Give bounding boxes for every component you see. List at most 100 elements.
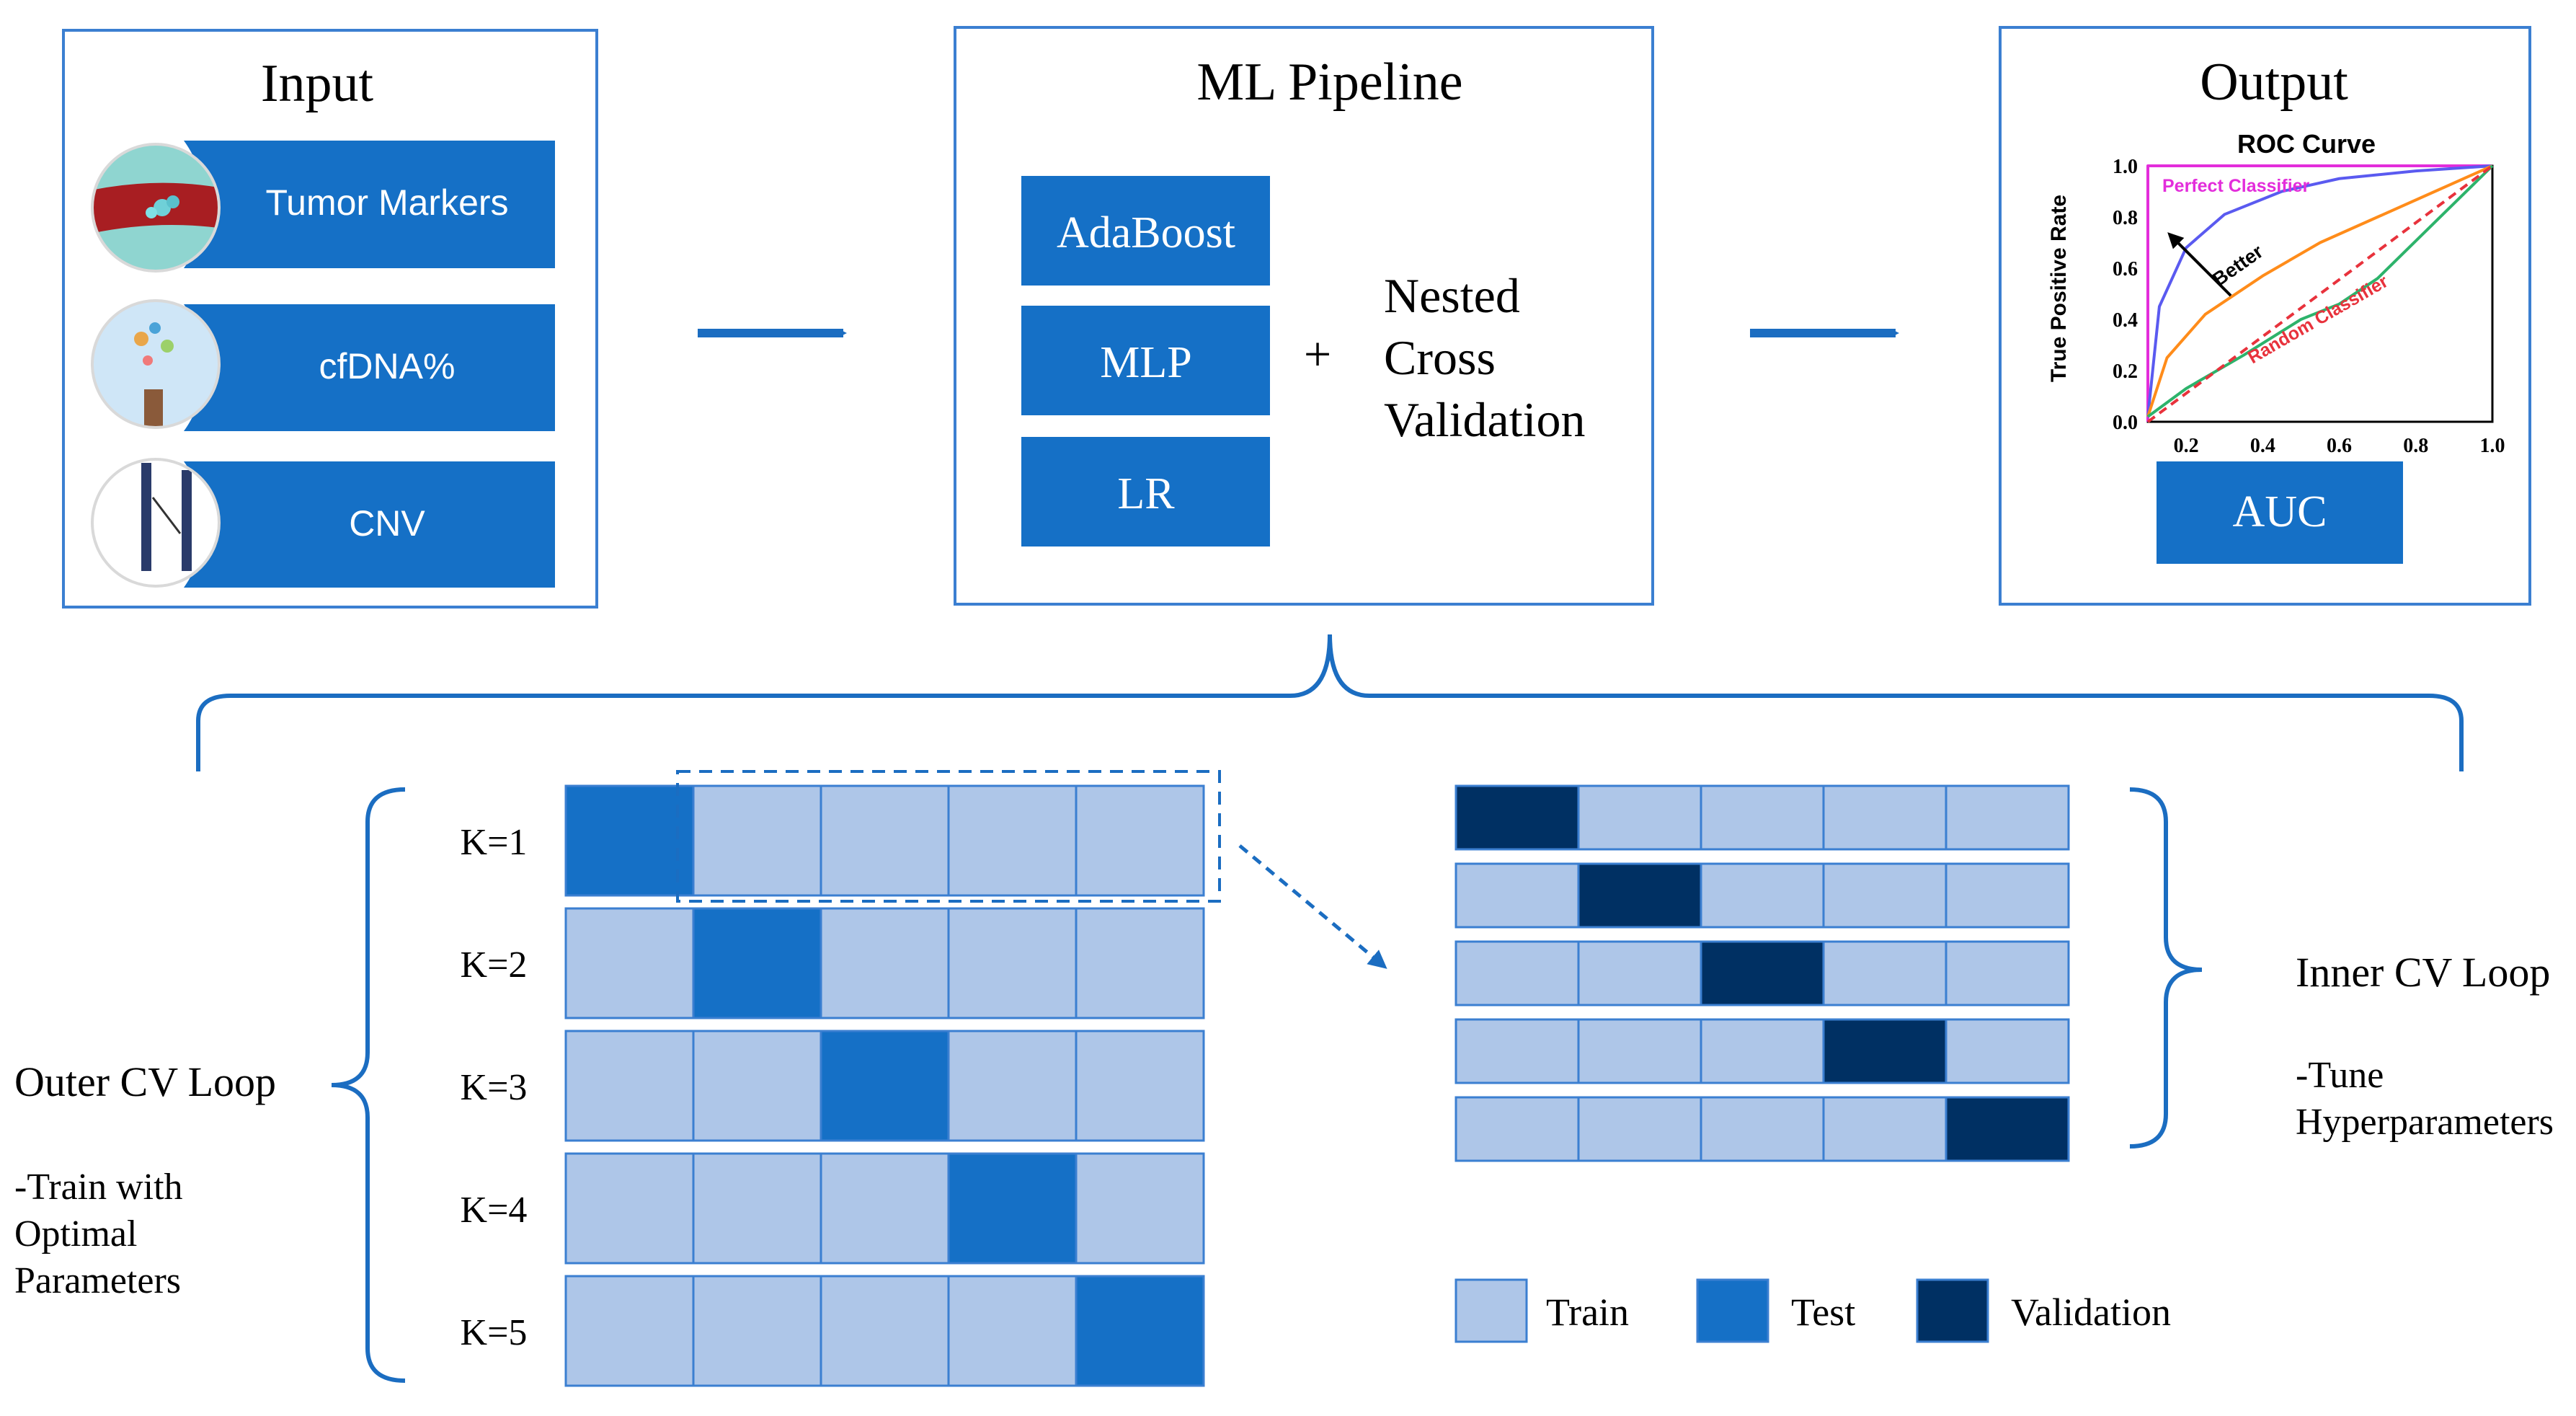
roc-xtick-label: 0.6 bbox=[2327, 435, 2352, 457]
inner-cv-desc-1: -Tune bbox=[2296, 1055, 2384, 1096]
inner-fold-cell bbox=[1454, 862, 1580, 929]
outer-fold-cell bbox=[564, 1152, 695, 1265]
inner-fold-cell bbox=[1700, 784, 1825, 851]
nested-cv-line-1: Nested bbox=[1384, 268, 1520, 323]
inner-fold-cell bbox=[1577, 784, 1702, 851]
outer-fold-cell bbox=[820, 1152, 950, 1265]
inner-fold-cell bbox=[1577, 862, 1702, 929]
outer-fold-cell bbox=[820, 1275, 950, 1387]
outer-cv-desc-1: -Train with bbox=[14, 1167, 183, 1208]
inner-fold-cell bbox=[1454, 1096, 1580, 1162]
cnv-image bbox=[92, 459, 219, 586]
inner-fold-cell bbox=[1822, 1096, 1947, 1162]
outer-fold-cell bbox=[947, 1030, 1078, 1142]
roc-ytick-label: 0.0 bbox=[2113, 412, 2138, 434]
model-adaboost-label: AdaBoost bbox=[1057, 208, 1235, 257]
outer-fold-cell bbox=[564, 1030, 695, 1142]
inner-training-highlight bbox=[676, 770, 1221, 903]
roc-xtick-label: 0.4 bbox=[2250, 435, 2275, 457]
outer-fold-cell bbox=[947, 907, 1078, 1019]
roc-plot-frame bbox=[2146, 164, 2494, 423]
roc-ytick-label: 0.8 bbox=[2113, 207, 2138, 229]
inner-fold-cell bbox=[1454, 1018, 1580, 1084]
inner-fold-cell bbox=[1454, 784, 1580, 851]
tumor-marker-image bbox=[92, 144, 219, 271]
model-lr-label: LR bbox=[1117, 469, 1175, 518]
input-title: Input bbox=[261, 54, 374, 113]
outer-fold-grid bbox=[564, 784, 1205, 1387]
fold-label-k2: K=2 bbox=[461, 944, 528, 986]
input-item-tumor-markers: Tumor Markers bbox=[91, 141, 555, 273]
roc-annotation-perfect: Perfect Classifier bbox=[2162, 176, 2310, 196]
model-mlp-box bbox=[1021, 306, 1270, 415]
input-item-cnv: CNV bbox=[91, 458, 555, 588]
outer-fold-cell bbox=[564, 784, 695, 897]
pipeline-title: ML Pipeline bbox=[1196, 53, 1462, 112]
horizontal-brace bbox=[196, 634, 2464, 771]
model-lr-box bbox=[1021, 437, 1270, 547]
outer-fold-cell bbox=[692, 1030, 822, 1142]
outer-fold-cell bbox=[692, 1275, 822, 1387]
auc-box bbox=[2157, 461, 2403, 564]
output-panel: Output ROC Curve True Positive Rate 0.00… bbox=[1999, 26, 2531, 606]
inner-fold-cell bbox=[1822, 940, 1947, 1006]
inner-fold-cell bbox=[1577, 1096, 1702, 1162]
input-item-label: Tumor Markers bbox=[265, 182, 508, 223]
roc-ytick-label: 0.2 bbox=[2113, 360, 2138, 383]
pipeline-panel: ML Pipeline AdaBoost MLP LR + Nested Cro… bbox=[954, 26, 1654, 606]
input-item-label: cfDNA% bbox=[319, 346, 456, 386]
roc-curve-0 bbox=[2146, 164, 2492, 422]
auc-label: AUC bbox=[2233, 487, 2327, 536]
outer-fold-cell bbox=[947, 1152, 1078, 1265]
outer-fold-cell bbox=[1075, 1275, 1205, 1387]
roc-series bbox=[2146, 164, 2494, 423]
roc-xtick-label: 0.2 bbox=[2174, 435, 2199, 457]
outer-fold-cell bbox=[947, 784, 1078, 897]
roc-curve-1 bbox=[2146, 164, 2493, 417]
outer-cv-desc-2: Optimal bbox=[14, 1213, 137, 1255]
outer-fold-cell bbox=[692, 784, 822, 897]
outer-cv-desc-3: Parameters bbox=[14, 1260, 181, 1301]
inner-fold-cell bbox=[1822, 1018, 1947, 1084]
roc-title: ROC Curve bbox=[2237, 129, 2376, 159]
inner-fold-cell bbox=[1577, 940, 1702, 1006]
inner-fold-grid bbox=[1454, 784, 2070, 1162]
roc-better-arrow bbox=[2167, 232, 2232, 297]
fold-label-k1: K=1 bbox=[461, 822, 528, 863]
fold-label-k4: K=4 bbox=[461, 1190, 528, 1231]
roc-curve-2 bbox=[2146, 164, 2493, 417]
legend: Train Test Validation bbox=[1454, 1278, 2171, 1343]
inner-fold-cell bbox=[1945, 862, 2070, 929]
model-adaboost-box bbox=[1021, 176, 1270, 286]
roc-chart: ROC Curve True Positive Rate 0.00.20.40.… bbox=[2047, 129, 2505, 457]
inner-fold-cell bbox=[1945, 1018, 2070, 1084]
outer-fold-cell bbox=[947, 1275, 1078, 1387]
fold-label-k5: K=5 bbox=[461, 1312, 528, 1353]
arrow-outer-to-inner bbox=[1238, 844, 1387, 969]
inner-cv-desc-2: Hyperparameters bbox=[2296, 1102, 2554, 1143]
inner-fold-cell bbox=[1700, 1096, 1825, 1162]
legend-train-swatch bbox=[1454, 1278, 1528, 1343]
inner-fold-cell bbox=[1945, 784, 2070, 851]
roc-curve-3 bbox=[2146, 164, 2494, 418]
legend-validation-label: Validation bbox=[2011, 1291, 2171, 1334]
outer-fold-cell bbox=[564, 1275, 695, 1387]
outer-fold-cell bbox=[1075, 1030, 1205, 1142]
outer-left-brace bbox=[331, 787, 406, 1383]
outer-fold-cell bbox=[692, 1152, 822, 1265]
legend-train-label: Train bbox=[1546, 1291, 1629, 1334]
output-title: Output bbox=[2200, 53, 2348, 112]
input-item-label: CNV bbox=[349, 503, 425, 544]
input-panel: Input Tumor Markers cfDNA% bbox=[62, 29, 598, 609]
legend-test-label: Test bbox=[1791, 1291, 1855, 1334]
input-item-cfdna: cfDNA% bbox=[91, 299, 555, 431]
outer-fold-cell bbox=[1075, 1152, 1205, 1265]
inner-fold-cell bbox=[1945, 940, 2070, 1006]
roc-ytick-label: 1.0 bbox=[2113, 156, 2138, 178]
inner-cv-label: Inner CV Loop bbox=[2296, 949, 2550, 996]
inner-fold-cell bbox=[1945, 1096, 2070, 1162]
model-mlp-label: MLP bbox=[1100, 338, 1191, 387]
outer-fold-cell bbox=[564, 907, 695, 1019]
